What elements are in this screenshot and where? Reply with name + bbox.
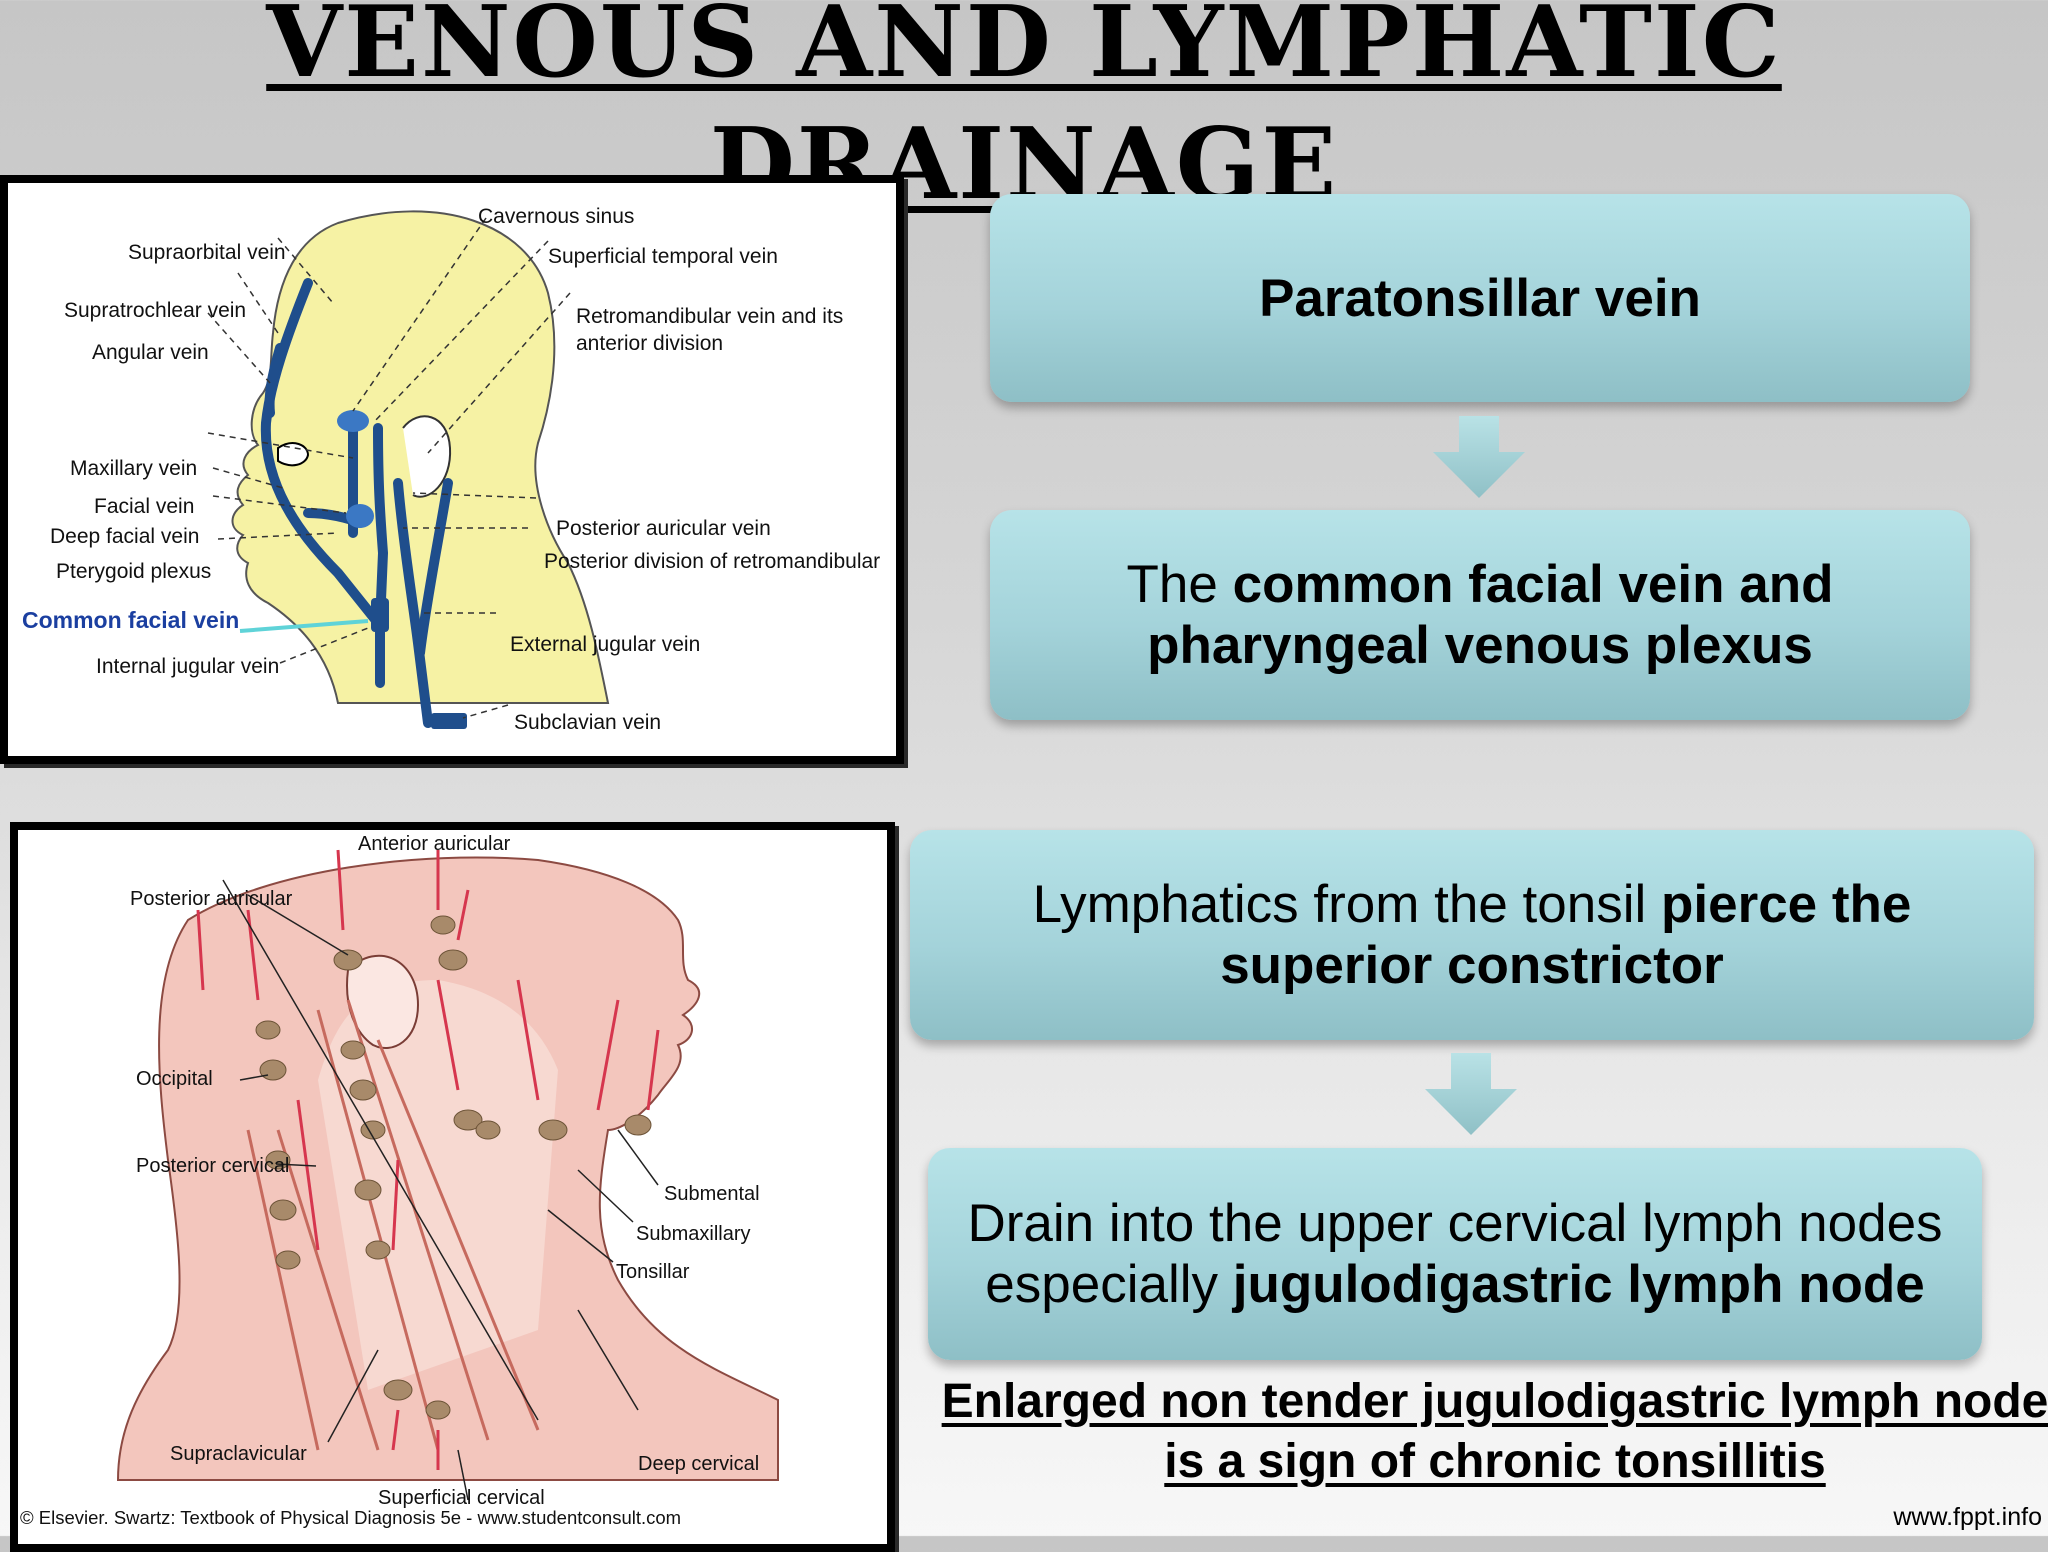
label-submental: Submental <box>664 1183 760 1205</box>
figure-credit: © Elsevier. Swartz: Textbook of Physical… <box>20 1507 681 1528</box>
label-retromandibular-vein-2: anterior division <box>576 332 723 355</box>
venous-drainage-figure: Cavernous sinus Supraorbital vein Superf… <box>0 175 904 764</box>
flow-box-paratonsillar-vein: Paratonsillar vein <box>990 194 1970 402</box>
label-common-facial-vein: Common facial vein <box>22 607 239 633</box>
leader-lines <box>207 217 571 719</box>
label-tonsillar: Tonsillar <box>616 1261 690 1283</box>
venous-drainage-illustration: Cavernous sinus Supraorbital vein Superf… <box>22 205 880 734</box>
label-posterior-auricular-vein: Posterior auricular vein <box>556 517 771 540</box>
label-posterior-division-retromandibular: Posterior division of retromandibular ve… <box>544 550 880 573</box>
down-arrow-icon <box>1433 416 1525 498</box>
lymph-nodes <box>255 915 652 1420</box>
label-superficial-temporal-vein: Superficial temporal vein <box>548 245 778 268</box>
label-subclavian-vein: Subclavian vein <box>514 711 661 734</box>
flow-box-text: Paratonsillar vein <box>1259 268 1701 328</box>
label-posterior-auricular: Posterior auricular <box>130 888 293 910</box>
label-superficial-cervical: Superficial cervical <box>378 1487 545 1509</box>
eye-shape <box>277 442 310 467</box>
vein-network <box>260 278 453 728</box>
down-arrow-icon <box>1425 1053 1517 1135</box>
label-external-jugular-vein: External jugular vein <box>510 633 700 656</box>
clinical-note: Enlarged non tender jugulodigastric lymp… <box>941 1375 2048 1488</box>
flow-box-lymphatics-pierce: Lymphatics from the tonsil pierce the su… <box>910 830 2034 1040</box>
label-facial-vein: Facial vein <box>94 495 194 518</box>
common-facial-highlight <box>239 619 369 633</box>
label-supraorbital-vein: Supraorbital vein <box>128 241 286 264</box>
ear-shape <box>402 415 452 498</box>
label-supraclavicular: Supraclavicular <box>170 1443 307 1465</box>
label-supratrochlear-vein: Supratrochlear vein <box>64 299 246 322</box>
label-anterior-auricular: Anterior auricular <box>358 833 511 855</box>
slide-title: VENOUS AND LYMPHATIC DRAINAGE <box>266 0 1782 222</box>
flow-box-text: The common facial vein and pharyngeal ve… <box>1126 555 1834 675</box>
flow-box-common-facial-vein: The common facial vein and pharyngeal ve… <box>990 510 1970 720</box>
label-occipital: Occipital <box>136 1068 213 1090</box>
label-retromandibular-vein-1: Retromandibular vein and its <box>576 305 843 328</box>
lymph-flow-arrows <box>196 849 660 1470</box>
neck-muscles <box>246 999 540 1451</box>
flow-box-jugulodigastric: Drain into the upper cervical lymph node… <box>928 1148 1982 1360</box>
label-deep-cervical: Deep cervical <box>638 1453 759 1475</box>
label-submaxillary: Submaxillary <box>636 1223 750 1245</box>
label-maxillary-vein: Maxillary vein <box>70 457 197 480</box>
label-pterygoid-plexus: Pterygoid plexus <box>56 560 211 583</box>
jugular-junction-shape <box>371 598 389 632</box>
label-posterior-cervical: Posterior cervical <box>136 1155 289 1177</box>
cavernous-sinus-shape <box>337 410 369 432</box>
pterygoid-plexus-shape <box>346 504 374 528</box>
flow-box-text: Lymphatics from the tonsil pierce the su… <box>1032 875 1912 995</box>
label-deep-facial-vein: Deep facial vein <box>50 525 199 548</box>
leader-lines <box>222 879 659 1501</box>
lymphatic-drainage-figure: Anterior auricular Posterior auricular O… <box>10 822 895 1552</box>
lymphatic-drainage-illustration: Anterior auricular Posterior auricular O… <box>20 833 779 1528</box>
footer-link[interactable]: www.fppt.info <box>1893 1503 2042 1531</box>
label-angular-vein: Angular vein <box>92 341 209 364</box>
flow-box-text: Drain into the upper cervical lymph node… <box>967 1194 1943 1314</box>
label-internal-jugular-vein: Internal jugular vein <box>96 655 279 678</box>
label-cavernous-sinus: Cavernous sinus <box>478 205 634 228</box>
subclavian-shape <box>431 713 467 729</box>
